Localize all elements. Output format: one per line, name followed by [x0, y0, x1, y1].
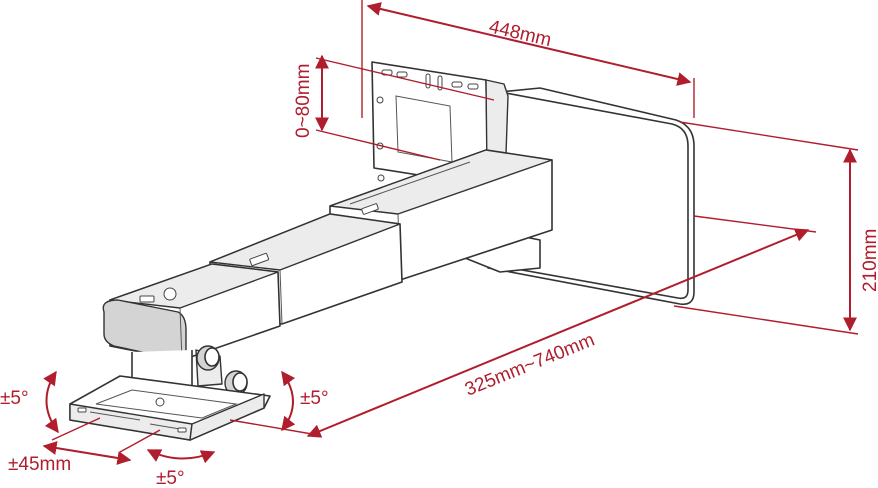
- width-label: 448mm: [487, 16, 553, 51]
- dimension-shift: [42, 417, 161, 465]
- tilt-right-label: ±5°: [300, 388, 329, 409]
- tilt-left-label: ±5°: [0, 388, 29, 409]
- adjustment-knob-lower: [224, 370, 248, 396]
- height-label: 210mm: [860, 229, 878, 292]
- adjustment-plate: [69, 375, 271, 441]
- dimension-vertical-adjust: [315, 54, 495, 161]
- vertical-adjust-label: 0~80mm: [293, 64, 314, 138]
- tilt-right-arrow: [281, 370, 296, 432]
- adjustment-knob-upper: [196, 345, 220, 371]
- dimension-width: [361, 0, 695, 118]
- shift-label: ±45mm: [8, 454, 71, 475]
- arm-front-tube: [102, 263, 281, 361]
- swivel-label: ±5°: [156, 468, 185, 488]
- dimension-extension: [229, 215, 817, 438]
- dimension-height: [673, 121, 859, 335]
- tilt-left-arrow: [43, 370, 59, 434]
- swivel-arrow: [146, 449, 216, 464]
